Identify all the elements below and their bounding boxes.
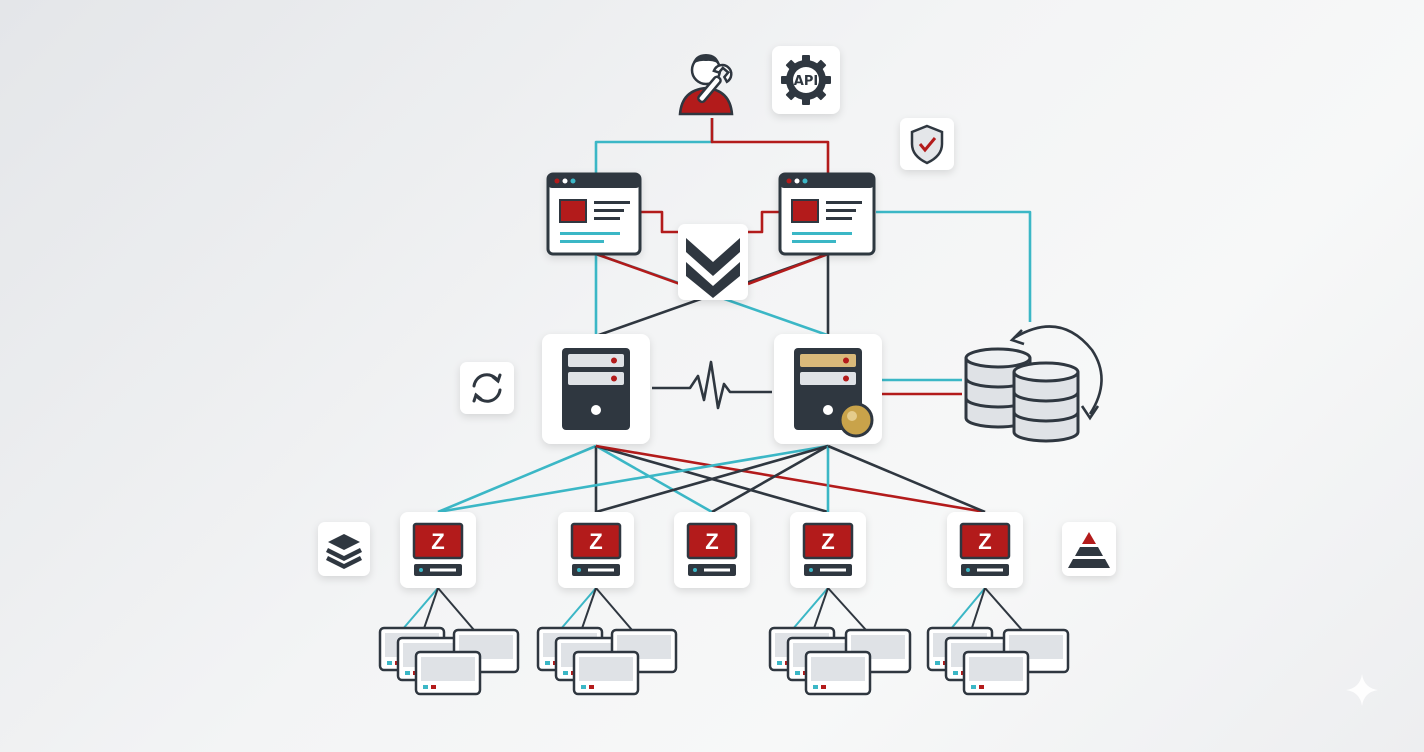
link-server-right-zone5 [827,444,986,514]
zone-label: Z [978,529,991,554]
link-server-left-zone1 [437,444,597,514]
link-server-right-zone2 [595,444,829,514]
link-server-left-zone3 [595,444,713,514]
client-node [572,650,640,696]
pyramid-icon [1068,532,1110,568]
link-admin-webapp-right [710,118,830,175]
zone-node-1: Z [400,512,476,588]
zone-node-5: Z [947,512,1023,588]
chevron-down-icon [686,238,740,298]
webapp-right [778,172,876,256]
api-card: API [772,46,840,114]
client-cluster-2 [536,626,678,696]
zone-client-links [401,587,1023,641]
api-label: API [794,74,818,89]
link-webapp-left-lb [640,210,690,234]
database-backup-arrow-icon [1013,325,1103,415]
zone-label: Z [589,529,602,554]
zone-node-3: Z [674,512,750,588]
admin-user-wrench-icon [678,54,734,116]
client-cluster-3 [768,626,912,696]
link-server-right-zone1 [437,444,829,514]
zone-label: Z [705,529,718,554]
zone-node-4: Z [790,512,866,588]
sync-icon [472,373,502,403]
api-gear-icon: API [781,55,831,105]
link-webapp-left-server-right-red [595,252,681,286]
link-server-right-zone3 [711,444,829,514]
layers-icon [326,534,362,569]
status-coin-icon [838,402,874,438]
link-admin-webapp-left [594,118,714,175]
shield-check-icon [910,124,944,165]
client-node [962,650,1030,696]
link-webapp-right-database [876,210,1032,322]
heartbeat-icon [652,360,772,410]
sync-card [460,362,514,414]
database-icon [964,325,1103,443]
zone-node-2: Z [558,512,634,588]
security-card [900,118,954,170]
link-webapp-right-lb [736,210,781,234]
server-secondary [774,334,882,444]
layers-card [318,522,370,576]
client-cluster-4 [926,626,1070,696]
client-node [414,650,482,696]
hierarchy-card [1062,522,1116,576]
sparkle-icon [1346,674,1378,706]
database-cylinder-front [1012,361,1080,443]
load-balancer-card [678,224,748,300]
client-cluster-1 [378,626,520,696]
zone-label: Z [431,529,444,554]
webapp-left [546,172,642,256]
connection-lines [401,118,1032,641]
client-node [804,650,872,696]
server-primary [542,334,650,444]
zone-label: Z [821,529,834,554]
link-webapp-right-server-left-red [747,252,829,286]
link-server-left-zone5 [595,444,986,514]
